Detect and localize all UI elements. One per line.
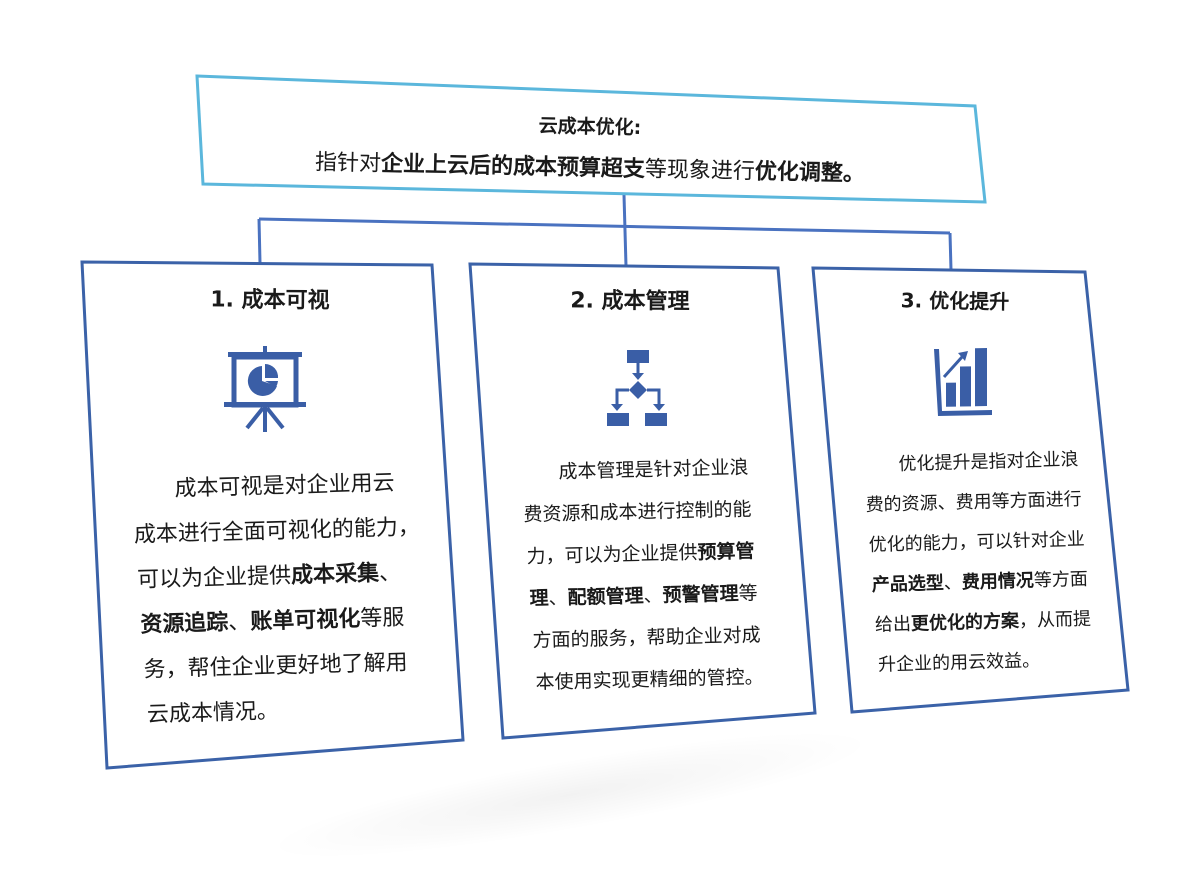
text-run: 等方面: [1033, 568, 1089, 592]
card-3-body: 优化提升是指对企业浪费的资源、费用等方面进行优化的能力，可以针对企业产品选型、费…: [862, 440, 1093, 686]
card-1-border: [80, 260, 465, 770]
presentation-pie-chart-icon: [224, 346, 306, 432]
text-run: 、: [943, 572, 963, 594]
card-3-title: 3. 优化提升: [900, 288, 1010, 314]
text-run: 本使用实现更精细的管控。: [535, 666, 764, 694]
body-line: 成本进行全面可视化的能力，: [133, 505, 421, 558]
text-run: 等服: [360, 605, 405, 632]
body-line: 务，帮住企业更好地了解用: [143, 640, 424, 693]
bold-run: 费用情况: [961, 570, 1035, 594]
bold-run: 账单可视化: [250, 606, 361, 635]
card-1-body: 成本可视是对企业用云成本进行全面可视化的能力，可以为企业提供成本采集、资源追踪、…: [130, 460, 425, 738]
body-line: 产品选型、费用情况等方面: [871, 560, 1090, 606]
text-run: 、: [228, 609, 251, 636]
bold-run: 更优化的方案: [910, 610, 1020, 635]
text-run: 费的资源、费用等方面进行: [865, 488, 1082, 516]
text-run: 务，帮住企业更好地了解用: [143, 650, 408, 683]
text-run: 成本可视是对企业用云: [174, 470, 395, 502]
body-line: 力，可以为企业提供预算管: [526, 530, 761, 578]
connector-trunk: [622, 194, 628, 267]
text-run: 优化的能力，可以针对企业: [868, 528, 1085, 556]
body-line: 可以为企业提供成本采集、: [137, 550, 422, 603]
body-line: 给出更优化的方案，从而提: [874, 600, 1092, 646]
text-run: 等: [738, 582, 758, 605]
connector-lines: [257, 194, 953, 271]
text-run: 、: [378, 560, 402, 587]
bold-run: 预警管理: [662, 582, 739, 607]
body-line: 升企业的用云效益。: [878, 640, 1093, 686]
body-line: 成本可视是对企业用云: [130, 460, 419, 513]
body-line: 资源追踪、账单可视化等服: [140, 595, 423, 648]
text-run: 优化提升是指对企业浪: [898, 448, 1079, 475]
card-2-title: 2. 成本管理: [570, 288, 690, 315]
body-line: 费的资源、费用等方面进行: [865, 480, 1088, 526]
text-run: 费资源和成本进行控制的能: [523, 498, 752, 526]
text-run: 成本进行全面可视化的能力，: [133, 514, 421, 548]
text-run: 力，可以为企业提供: [526, 541, 698, 568]
text-run: 、: [548, 586, 568, 610]
connector-bar: [258, 217, 951, 235]
card-2-body: 成本管理是针对企业浪费资源和成本进行控制的能力，可以为企业提供预算管理、配额管理…: [520, 446, 764, 704]
connector-right-drop: [948, 232, 953, 271]
body-line: 优化提升是指对企业浪: [862, 440, 1087, 486]
diagram-frames: [80, 74, 1130, 770]
body-line: 云成本情况。: [146, 685, 425, 738]
flowchart-icon: [607, 350, 667, 426]
desc-part: 等现象进行: [644, 157, 756, 185]
text-run: 给出: [874, 613, 912, 636]
top-box-border: [195, 74, 987, 204]
card-1-title: 1. 成本可视: [210, 287, 330, 314]
body-line: 成本管理是针对企业浪: [520, 446, 759, 494]
text-run: ，从而提: [1018, 608, 1092, 632]
body-line: 费资源和成本进行控制的能: [523, 488, 760, 536]
bold-run: 预算管: [697, 540, 755, 564]
bar-chart-growth-icon: [934, 348, 992, 416]
body-line: 本使用实现更精细的管控。: [535, 656, 764, 704]
bold-run: 理: [529, 587, 549, 610]
bold-run: 资源追踪: [140, 610, 229, 638]
bold-run: 产品选型: [871, 572, 945, 596]
desc-bold: 优化调整。: [754, 159, 866, 187]
text-run: 云成本情况。: [146, 698, 280, 728]
card-2-border: [468, 262, 817, 740]
body-line: 方面的服务，帮助企业对成: [532, 614, 763, 662]
text-run: 可以为企业提供: [136, 563, 292, 593]
text-run: 升企业的用云效益。: [877, 650, 1041, 676]
text-run: 、: [643, 584, 663, 608]
body-line: 优化的能力，可以针对企业: [868, 520, 1089, 566]
card-3-border: [811, 266, 1130, 714]
text-run: 成本管理是针对企业浪: [558, 456, 749, 484]
bold-run: 成本采集: [290, 561, 380, 589]
bold-run: 配额管理: [567, 585, 644, 609]
text-run: 方面的服务，帮助企业对成: [532, 624, 761, 652]
desc-part: 指针对: [314, 150, 382, 177]
body-line: 理、配额管理、预警管理等: [529, 572, 762, 620]
connector-left-drop: [257, 218, 262, 264]
desc-bold: 企业上云后的成本预算超支: [380, 151, 646, 183]
